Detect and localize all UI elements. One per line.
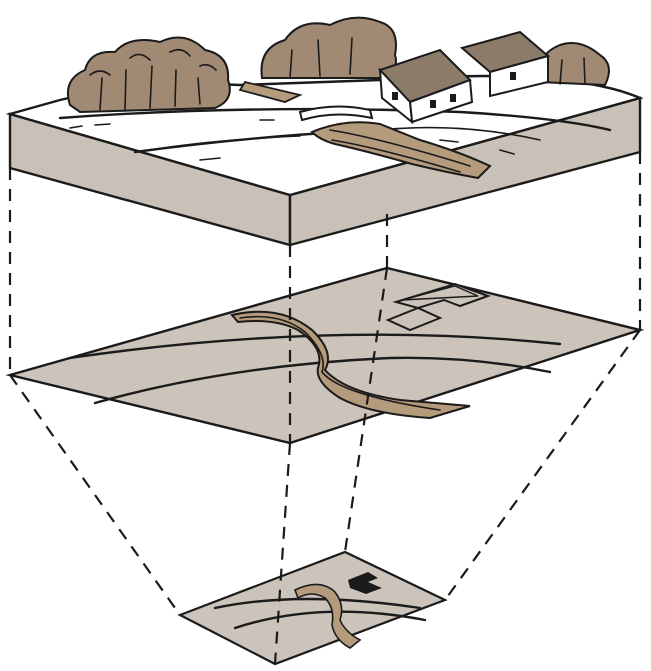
tree-cluster-icon <box>261 18 396 78</box>
landscape-block <box>10 18 640 245</box>
tree-cluster-icon <box>539 43 609 85</box>
large-scale-map-layer <box>10 268 640 443</box>
small-scale-map-layer <box>180 552 445 664</box>
tree-cluster-icon <box>68 38 230 113</box>
